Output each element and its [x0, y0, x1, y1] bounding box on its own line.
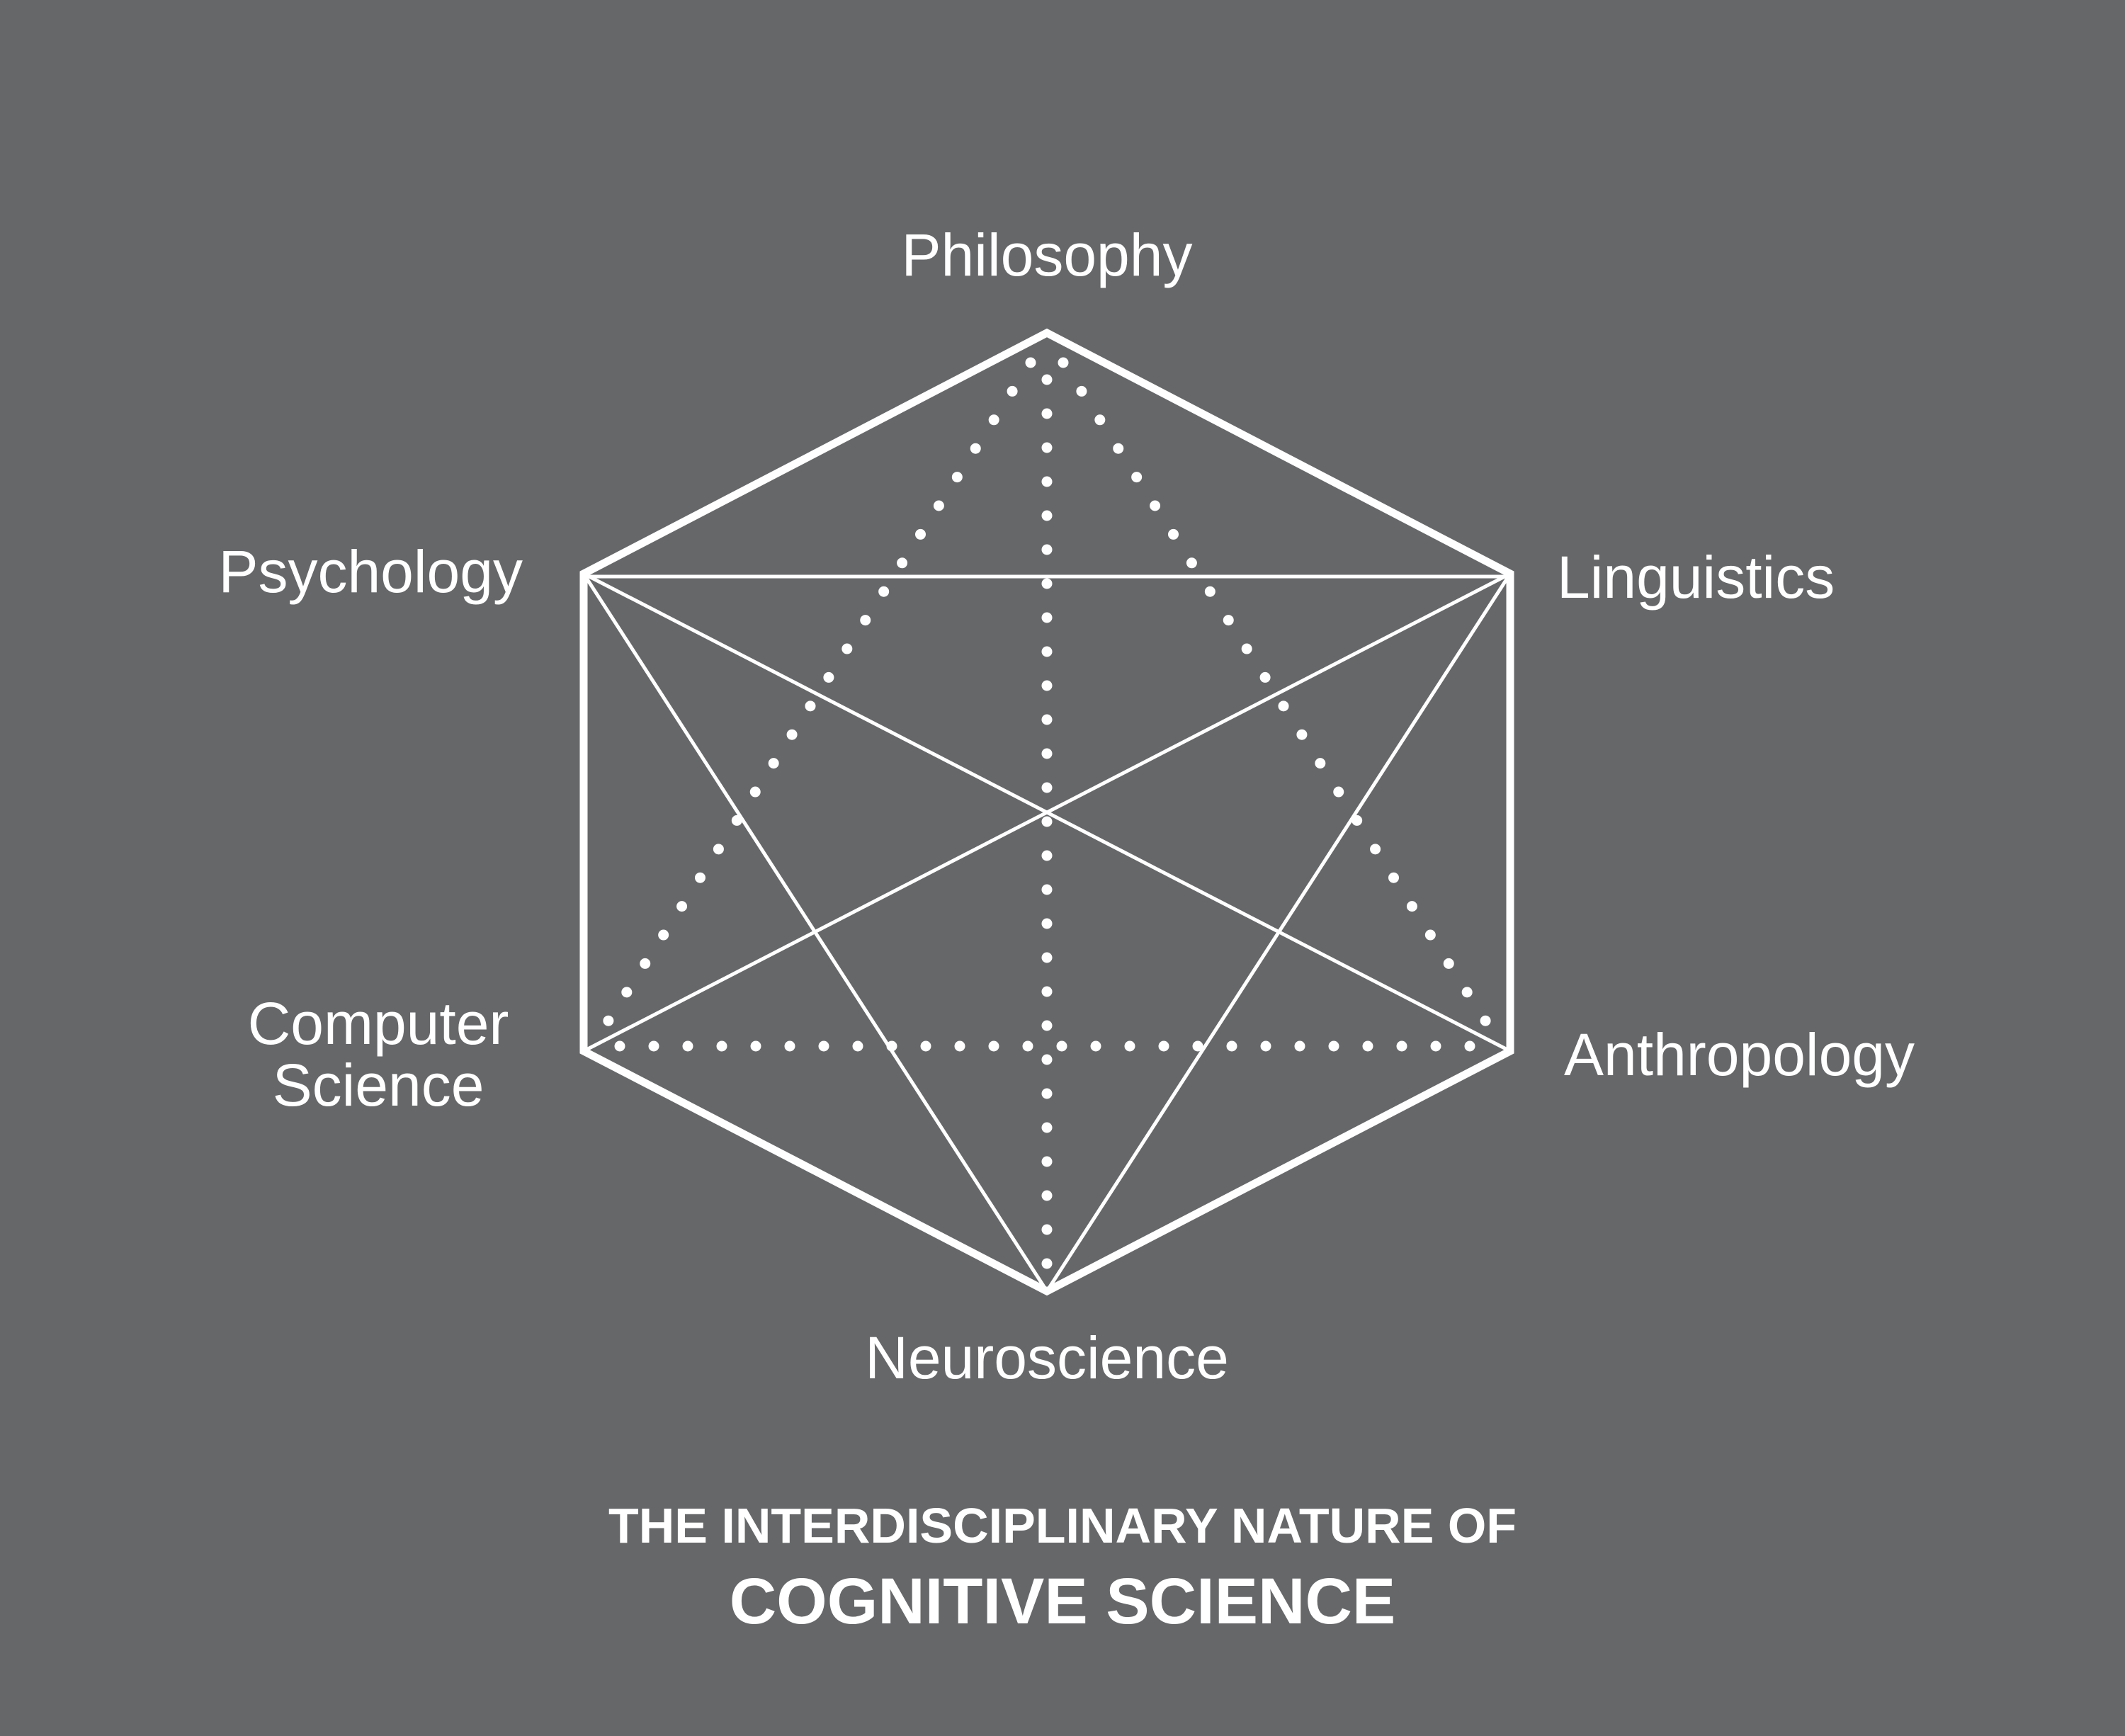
node-label-neuroscience: Neuroscience — [865, 1324, 1229, 1391]
caption-line2: COGNITIVE SCIENCE — [730, 1565, 1396, 1638]
line-linguistics-computer-science — [582, 572, 1512, 1053]
node-label-linguistics: Linguistics — [1557, 544, 1835, 611]
solid-connections — [582, 572, 1512, 1293]
line-linguistics-neuroscience — [1045, 572, 1512, 1293]
dotted-philosophy-computer-science — [598, 357, 1036, 1034]
node-label-philosophy: Philosophy — [902, 222, 1193, 288]
node-label-computer-science-line1: Computer — [248, 990, 509, 1057]
node-label-computer-science-line2: Science — [273, 1052, 484, 1118]
caption-line1: THE INTERDISCIPLINARY NATURE OF — [608, 1498, 1517, 1553]
node-label-psychology: Psychology — [218, 538, 523, 605]
dotted-philosophy-anthropology — [1058, 357, 1496, 1034]
node-label-anthropology: Anthropology — [1564, 1021, 1915, 1088]
dotted-connections — [598, 357, 1496, 1276]
